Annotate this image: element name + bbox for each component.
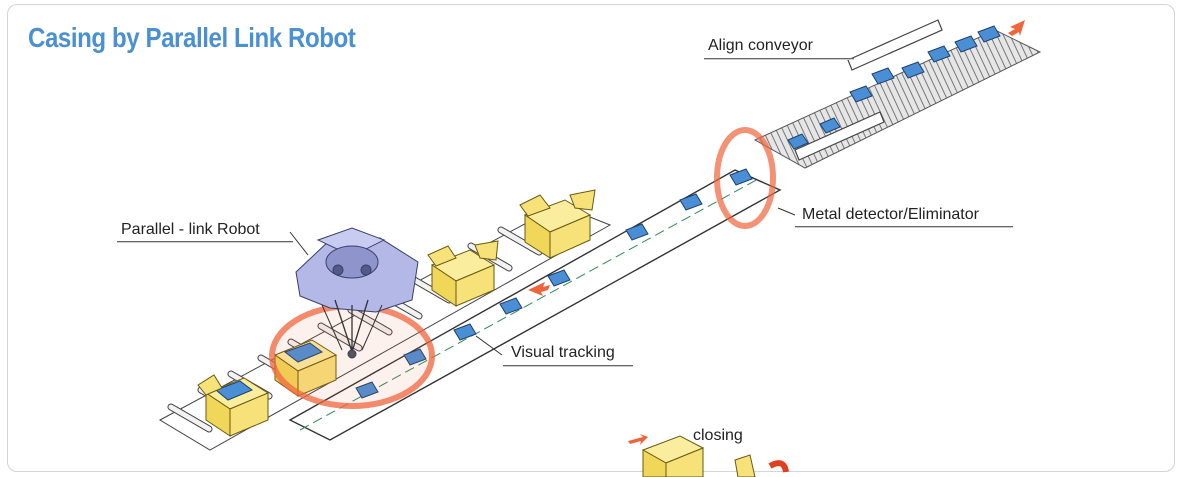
align-conveyor-underline [704,58,854,60]
parallel-link-robot [295,227,419,359]
robot-label: Parallel - link Robot [121,221,260,238]
case-box-2 [427,240,499,307]
robot-underline [117,241,293,243]
metal-detector-underline [795,226,1013,228]
visual-tracking-underline [503,365,633,367]
align-conveyor-label: Align conveyor [708,37,813,54]
visual-tracking-label: Visual tracking [511,344,615,361]
case-box-3 [273,339,338,397]
closing-box [641,435,756,477]
products [355,168,753,399]
align-conveyor [753,19,1042,169]
metal-detector-label: Metal detector/Eliminator [802,206,979,223]
closing-label: closing [693,427,743,444]
metal-detector-ring [714,127,776,229]
closing-arc [768,460,789,473]
diagram-title: Casing by Parallel Link Robot [28,22,356,53]
main-conveyor [288,169,782,441]
leader-lines [289,207,796,356]
direction-arrows [528,20,1025,445]
case-box-4 [197,374,270,437]
case-box-1 [519,189,596,259]
cardboard-boxes [197,189,756,477]
